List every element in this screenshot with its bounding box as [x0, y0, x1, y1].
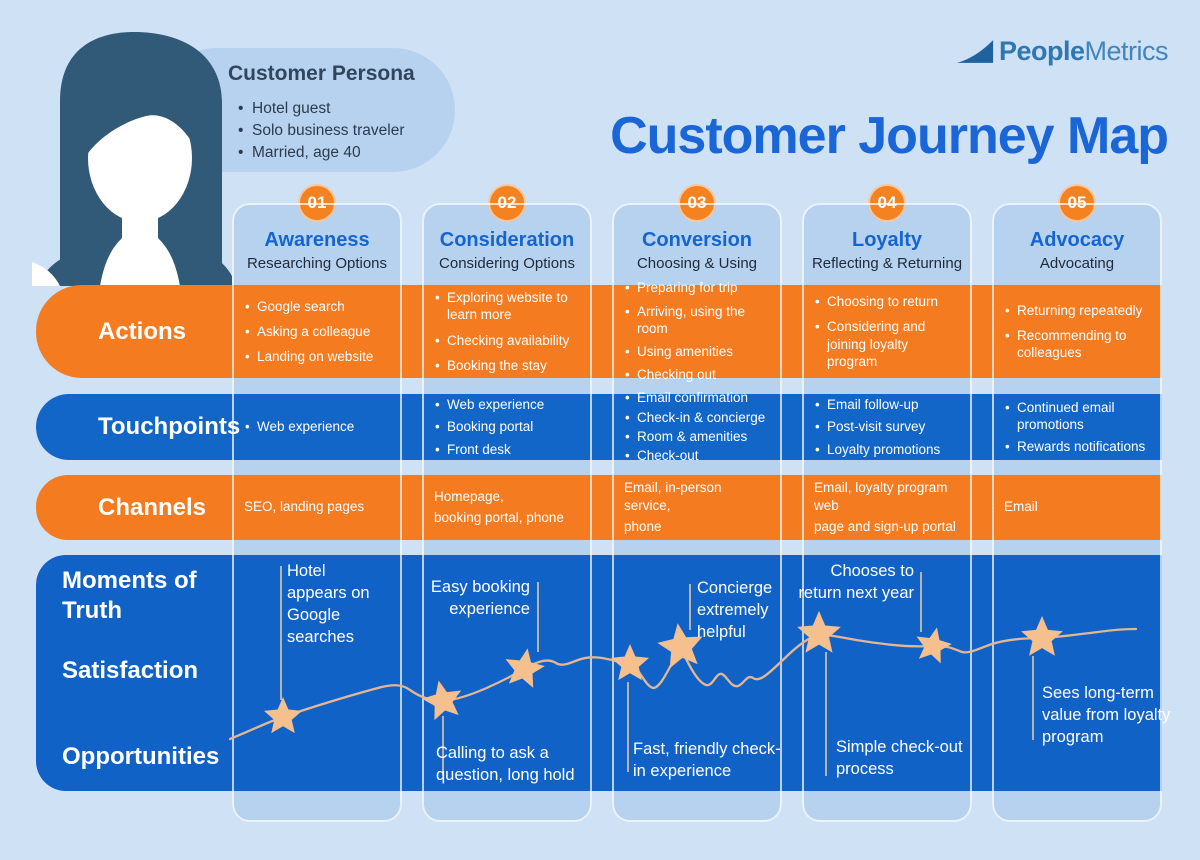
peoplemetrics-logo: PeopleMetrics [956, 36, 1169, 67]
moment-annotation: Hotel appears on Google searches [287, 562, 370, 646]
touchpoint-item: Check-in & concierge [624, 409, 770, 427]
touchpoints-row-band: Touchpoints [36, 394, 1162, 460]
channel-text: Email, in-person service, [624, 479, 722, 514]
action-item: Google search [244, 298, 390, 316]
opportunities-label: Opportunities [62, 743, 220, 770]
touchpoints-cell-awareness: Web experience [244, 394, 390, 460]
channels-cell-awareness: SEO, landing pages [244, 475, 390, 540]
opportunity-annotation: Fast, friendly check-in experience [633, 740, 781, 780]
persona-trait: Married, age 40 [238, 142, 405, 164]
opportunity-annotation: Simple check-out process [836, 738, 963, 778]
stage-title: Awareness [264, 229, 370, 251]
touchpoint-item: Room & amenities [624, 428, 770, 446]
persona-trait: Solo business traveler [238, 120, 405, 142]
stage-subtitle: Reflecting & Returning [811, 255, 963, 272]
action-item: Asking a colleague [244, 323, 390, 341]
touchpoint-item: Front desk [434, 441, 580, 459]
touchpoint-item: Web experience [244, 418, 390, 436]
touchpoints-cell-conversion: Email confirmation Check-in & concierge … [624, 389, 770, 464]
channels-cell-consideration: Homepage, booking portal, phone [434, 475, 580, 540]
opportunity-annotation: Sees long-term value from loyalty progra… [1042, 684, 1171, 746]
persona-trait: Hotel guest [238, 98, 405, 120]
touchpoints-cell-advocacy: Continued email promotions Rewards notif… [1004, 394, 1150, 460]
logo-text: PeopleMetrics [998, 36, 1169, 67]
stage-title: Conversion [641, 229, 753, 251]
touchpoint-item: Post-visit survey [814, 418, 960, 436]
action-item: Considering and joining loyalty program [814, 318, 960, 370]
touchpoint-item: Loyalty promotions [814, 441, 960, 459]
channels-cell-conversion: Email, in-person service, phone [624, 475, 770, 540]
action-item: Checking out [624, 366, 770, 384]
actions-cell-advocacy: Returning repeatedly Recommending to col… [1004, 285, 1150, 378]
action-item: Arriving, using the room [624, 303, 770, 338]
persona-illustration [32, 32, 236, 286]
touchpoint-item: Email confirmation [624, 389, 770, 407]
touchpoint-item: Booking portal [434, 418, 580, 436]
stage-subtitle: Researching Options [246, 255, 388, 272]
stage-header-advocacy: 05 Advocacy Advocating [992, 184, 1162, 272]
touchpoints-row-label: Touchpoints [98, 413, 241, 440]
actions-row-label: Actions [98, 317, 187, 345]
touchpoint-item: Check-out [624, 447, 770, 465]
moment-annotation: Chooses to return next year [798, 562, 914, 602]
moment-annotation: Concierge extremely helpful [697, 579, 773, 641]
column-border [992, 203, 1162, 822]
action-item: Using amenities [624, 343, 770, 361]
action-item: Exploring website to learn more [434, 289, 580, 324]
actions-cell-awareness: Google search Asking a colleague Landing… [244, 285, 390, 378]
stage-title: Loyalty [851, 229, 923, 251]
logo-word-metrics: Metrics [1084, 36, 1169, 66]
touchpoint-item: Continued email promotions [1004, 399, 1150, 434]
column-border [612, 203, 782, 822]
actions-cell-conversion: Preparing for trip Arriving, using the r… [624, 279, 770, 384]
moments-of-truth-label: Moments of Truth [62, 567, 197, 624]
channel-text: Homepage, [434, 488, 504, 504]
action-item: Recommending to colleagues [1004, 327, 1150, 362]
stage-subtitle: Advocating [1039, 255, 1115, 272]
channels-row-band: Channels [36, 475, 1162, 540]
column-border [802, 203, 972, 822]
channel-text: Email [1004, 499, 1038, 515]
persona-heading: Customer Persona [228, 62, 415, 85]
logo-word-people: People [998, 36, 1085, 66]
channel-text: SEO, landing pages [244, 499, 365, 515]
touchpoint-item: Rewards notifications [1004, 438, 1150, 456]
touchpoints-cell-loyalty: Email follow-up Post-visit survey Loyalt… [814, 394, 960, 460]
stage-title: Consideration [439, 229, 575, 251]
channels-row-label: Channels [98, 493, 207, 521]
channel-text: phone [624, 518, 662, 534]
actions-row-band: Actions [36, 285, 1162, 378]
column-border [232, 203, 402, 822]
touchpoint-item: Web experience [434, 396, 580, 414]
opportunity-annotation: Calling to ask a question, long hold [436, 744, 575, 784]
channel-text: Email, loyalty program web [814, 479, 948, 514]
action-item: Booking the stay [434, 357, 580, 375]
channel-text: page and sign-up portal [814, 518, 956, 534]
persona-trait-list: Hotel guest Solo business traveler Marri… [238, 98, 405, 164]
channels-cell-loyalty: Email, loyalty program web page and sign… [814, 475, 960, 540]
satisfaction-label: Satisfaction [62, 657, 199, 684]
action-item: Choosing to return [814, 293, 960, 311]
action-item: Preparing for trip [624, 279, 770, 297]
actions-cell-loyalty: Choosing to return Considering and joini… [814, 285, 960, 378]
stage-subtitle: Choosing & Using [636, 255, 758, 272]
action-item: Returning repeatedly [1004, 302, 1150, 320]
touchpoint-item: Email follow-up [814, 396, 960, 414]
stage-title: Advocacy [1029, 229, 1125, 251]
moment-annotation: Easy booking experience [430, 578, 530, 618]
page-title: Customer Journey Map [610, 107, 1169, 165]
channels-cell-advocacy: Email [1004, 475, 1150, 540]
touchpoints-cell-consideration: Web experience Booking portal Front desk [434, 394, 580, 460]
action-item: Landing on website [244, 348, 390, 366]
logo-swoosh-icon [956, 40, 994, 63]
actions-cell-consideration: Exploring website to learn more Checking… [434, 285, 580, 378]
action-item: Checking availability [434, 332, 580, 350]
column-border [422, 203, 592, 822]
stage-subtitle: Considering Options [439, 255, 575, 272]
channel-text: booking portal, phone [434, 509, 564, 525]
